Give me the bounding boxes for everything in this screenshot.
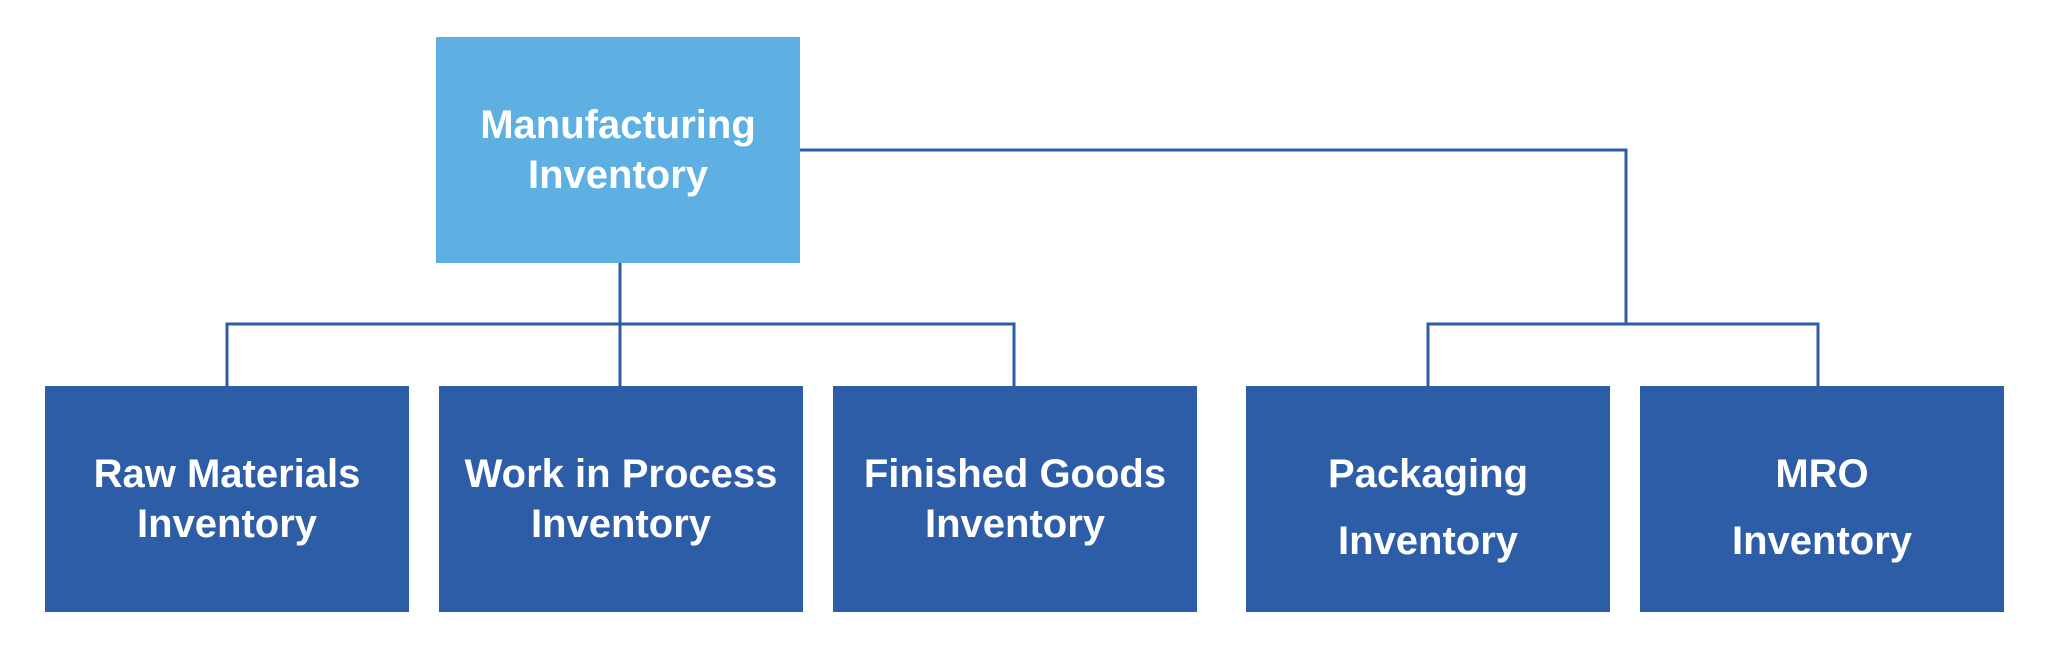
child-node-label-line2: Inventory bbox=[1731, 519, 1913, 563]
child-node-label-line1: Work in Process bbox=[464, 452, 778, 496]
root-node-label-line1: Manufacturing bbox=[480, 103, 756, 147]
child-node-work-in-process: Work in Process Inventory bbox=[439, 386, 803, 612]
child-node-label-line2: Inventory bbox=[1337, 519, 1519, 563]
root-node-manufacturing-inventory: Manufacturing Inventory bbox=[436, 37, 800, 263]
child-node-label-line1: MRO bbox=[1775, 452, 1869, 496]
child-node-raw-materials: Raw Materials Inventory bbox=[45, 386, 409, 612]
child-node-label-line1: Packaging bbox=[1327, 452, 1529, 496]
child-node-label-line2: Inventory bbox=[530, 502, 712, 546]
child-node-label-line1: Raw Materials bbox=[93, 452, 361, 496]
child-node-finished-goods: Finished Goods Inventory bbox=[833, 386, 1197, 612]
child-node-label-line2: Inventory bbox=[924, 502, 1106, 546]
child-node-mro: MRO Inventory bbox=[1640, 386, 2004, 612]
root-node-label-line2: Inventory bbox=[527, 153, 709, 197]
child-node-label-line2: Inventory bbox=[136, 502, 318, 546]
child-node-label-line1: Finished Goods bbox=[863, 452, 1167, 496]
child-node-packaging: Packaging Inventory bbox=[1246, 386, 1610, 612]
